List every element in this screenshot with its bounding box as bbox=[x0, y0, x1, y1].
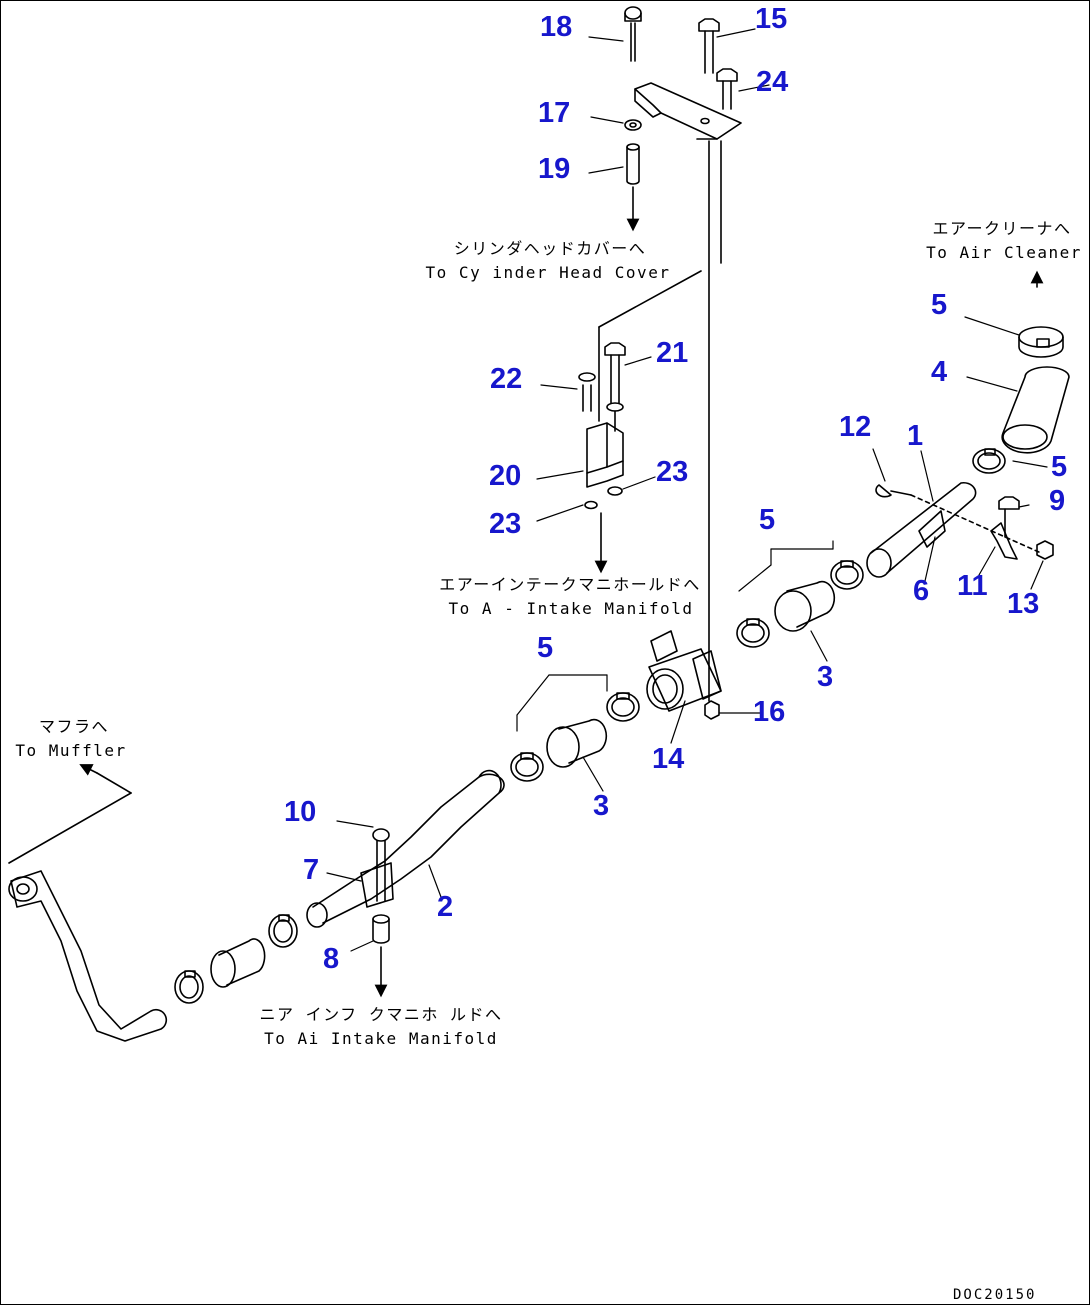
note-intake-upper-jp: エアーインテークマニホールドへ bbox=[439, 575, 701, 594]
muffler-pipe bbox=[8, 870, 168, 1042]
spacer-8 bbox=[372, 914, 390, 998]
note-intake-lower-en: To Ai Intake Manifold bbox=[264, 1029, 498, 1048]
callout-14: 14 bbox=[652, 743, 685, 775]
callout-6: 6 bbox=[913, 575, 930, 607]
callout-23-upper: 23 bbox=[656, 456, 689, 488]
callout-11: 11 bbox=[957, 570, 988, 602]
nut-16 bbox=[704, 700, 720, 720]
pipe-2 bbox=[306, 769, 505, 928]
callout-5-top: 5 bbox=[931, 289, 948, 321]
clamp-5-top bbox=[1018, 326, 1064, 358]
bolt-18 bbox=[624, 6, 642, 62]
bolt-10 bbox=[372, 828, 390, 902]
clamp-5-c2 bbox=[736, 618, 770, 648]
hose-3-right bbox=[774, 580, 836, 632]
bolt-12 bbox=[875, 484, 1042, 554]
pipe-1 bbox=[866, 481, 977, 578]
callout-19: 19 bbox=[538, 153, 571, 185]
callout-7: 7 bbox=[303, 854, 320, 886]
hose-lower bbox=[210, 938, 266, 988]
clamp-lower-2 bbox=[174, 970, 204, 1004]
callout-10: 10 bbox=[284, 796, 317, 828]
callout-24: 24 bbox=[756, 66, 789, 98]
callout-15: 15 bbox=[755, 3, 788, 35]
callout-16: 16 bbox=[753, 696, 786, 728]
callout-5-lower: 5 bbox=[537, 632, 554, 664]
callout-20: 20 bbox=[489, 460, 522, 492]
callout-3-right: 3 bbox=[817, 661, 834, 693]
clamp-5-right bbox=[972, 448, 1006, 474]
elbow-hose-4 bbox=[1001, 366, 1070, 454]
note-intake-upper-en: To A - Intake Manifold bbox=[448, 599, 694, 618]
callout-1: 1 bbox=[907, 420, 924, 452]
note-muffler-jp: マフラへ bbox=[38, 717, 109, 736]
hose-3-middle bbox=[546, 718, 608, 768]
callout-4: 4 bbox=[931, 356, 948, 388]
leader-lines bbox=[326, 28, 1048, 952]
note-intake-lower-jp: ニア インフ クマニホ ルドへ bbox=[259, 1005, 503, 1024]
callout-8: 8 bbox=[323, 943, 340, 975]
note-cylinder-head-jp: シリンダヘッドカバーへ bbox=[453, 239, 647, 258]
bolt-21 bbox=[604, 342, 626, 404]
washer-23 bbox=[584, 486, 623, 574]
clamp-5-m1 bbox=[606, 692, 640, 722]
callout-23-lower: 23 bbox=[489, 508, 522, 540]
clamp-5-m2 bbox=[510, 752, 544, 782]
callout-2: 2 bbox=[437, 891, 454, 923]
bolt-9-clip-11 bbox=[990, 496, 1054, 560]
bolt-15 bbox=[698, 18, 720, 74]
drawing-code: DOC20150 bbox=[953, 1287, 1037, 1303]
note-cylinder-head-en: To Cy inder Head Cover bbox=[425, 263, 671, 282]
stay-bracket bbox=[634, 82, 742, 140]
bolt-24 bbox=[716, 68, 738, 110]
callout-21: 21 bbox=[656, 337, 689, 369]
note-air-cleaner-jp: エアークリーナへ bbox=[932, 219, 1072, 238]
callout-5-mid: 5 bbox=[759, 504, 776, 536]
callout-17: 17 bbox=[538, 97, 571, 129]
note-air-cleaner-en: To Air Cleaner bbox=[926, 243, 1082, 262]
sleeve-14 bbox=[646, 630, 722, 712]
spacer-19 bbox=[626, 143, 640, 232]
callout-22: 22 bbox=[490, 363, 523, 395]
callout-3-middle: 3 bbox=[593, 790, 610, 822]
bracket-20 bbox=[586, 402, 624, 488]
clamp-5-c1 bbox=[830, 560, 864, 590]
washer-17 bbox=[624, 119, 642, 131]
bolt-22 bbox=[578, 372, 596, 412]
callout-5-right: 5 bbox=[1051, 451, 1068, 483]
clamp-lower-1 bbox=[268, 914, 298, 948]
callout-9: 9 bbox=[1049, 485, 1066, 517]
callout-18: 18 bbox=[540, 11, 573, 43]
callout-12: 12 bbox=[839, 411, 872, 443]
clip-7 bbox=[360, 862, 394, 908]
callout-13: 13 bbox=[1007, 588, 1040, 620]
note-muffler-en: To Muffler bbox=[15, 741, 127, 760]
